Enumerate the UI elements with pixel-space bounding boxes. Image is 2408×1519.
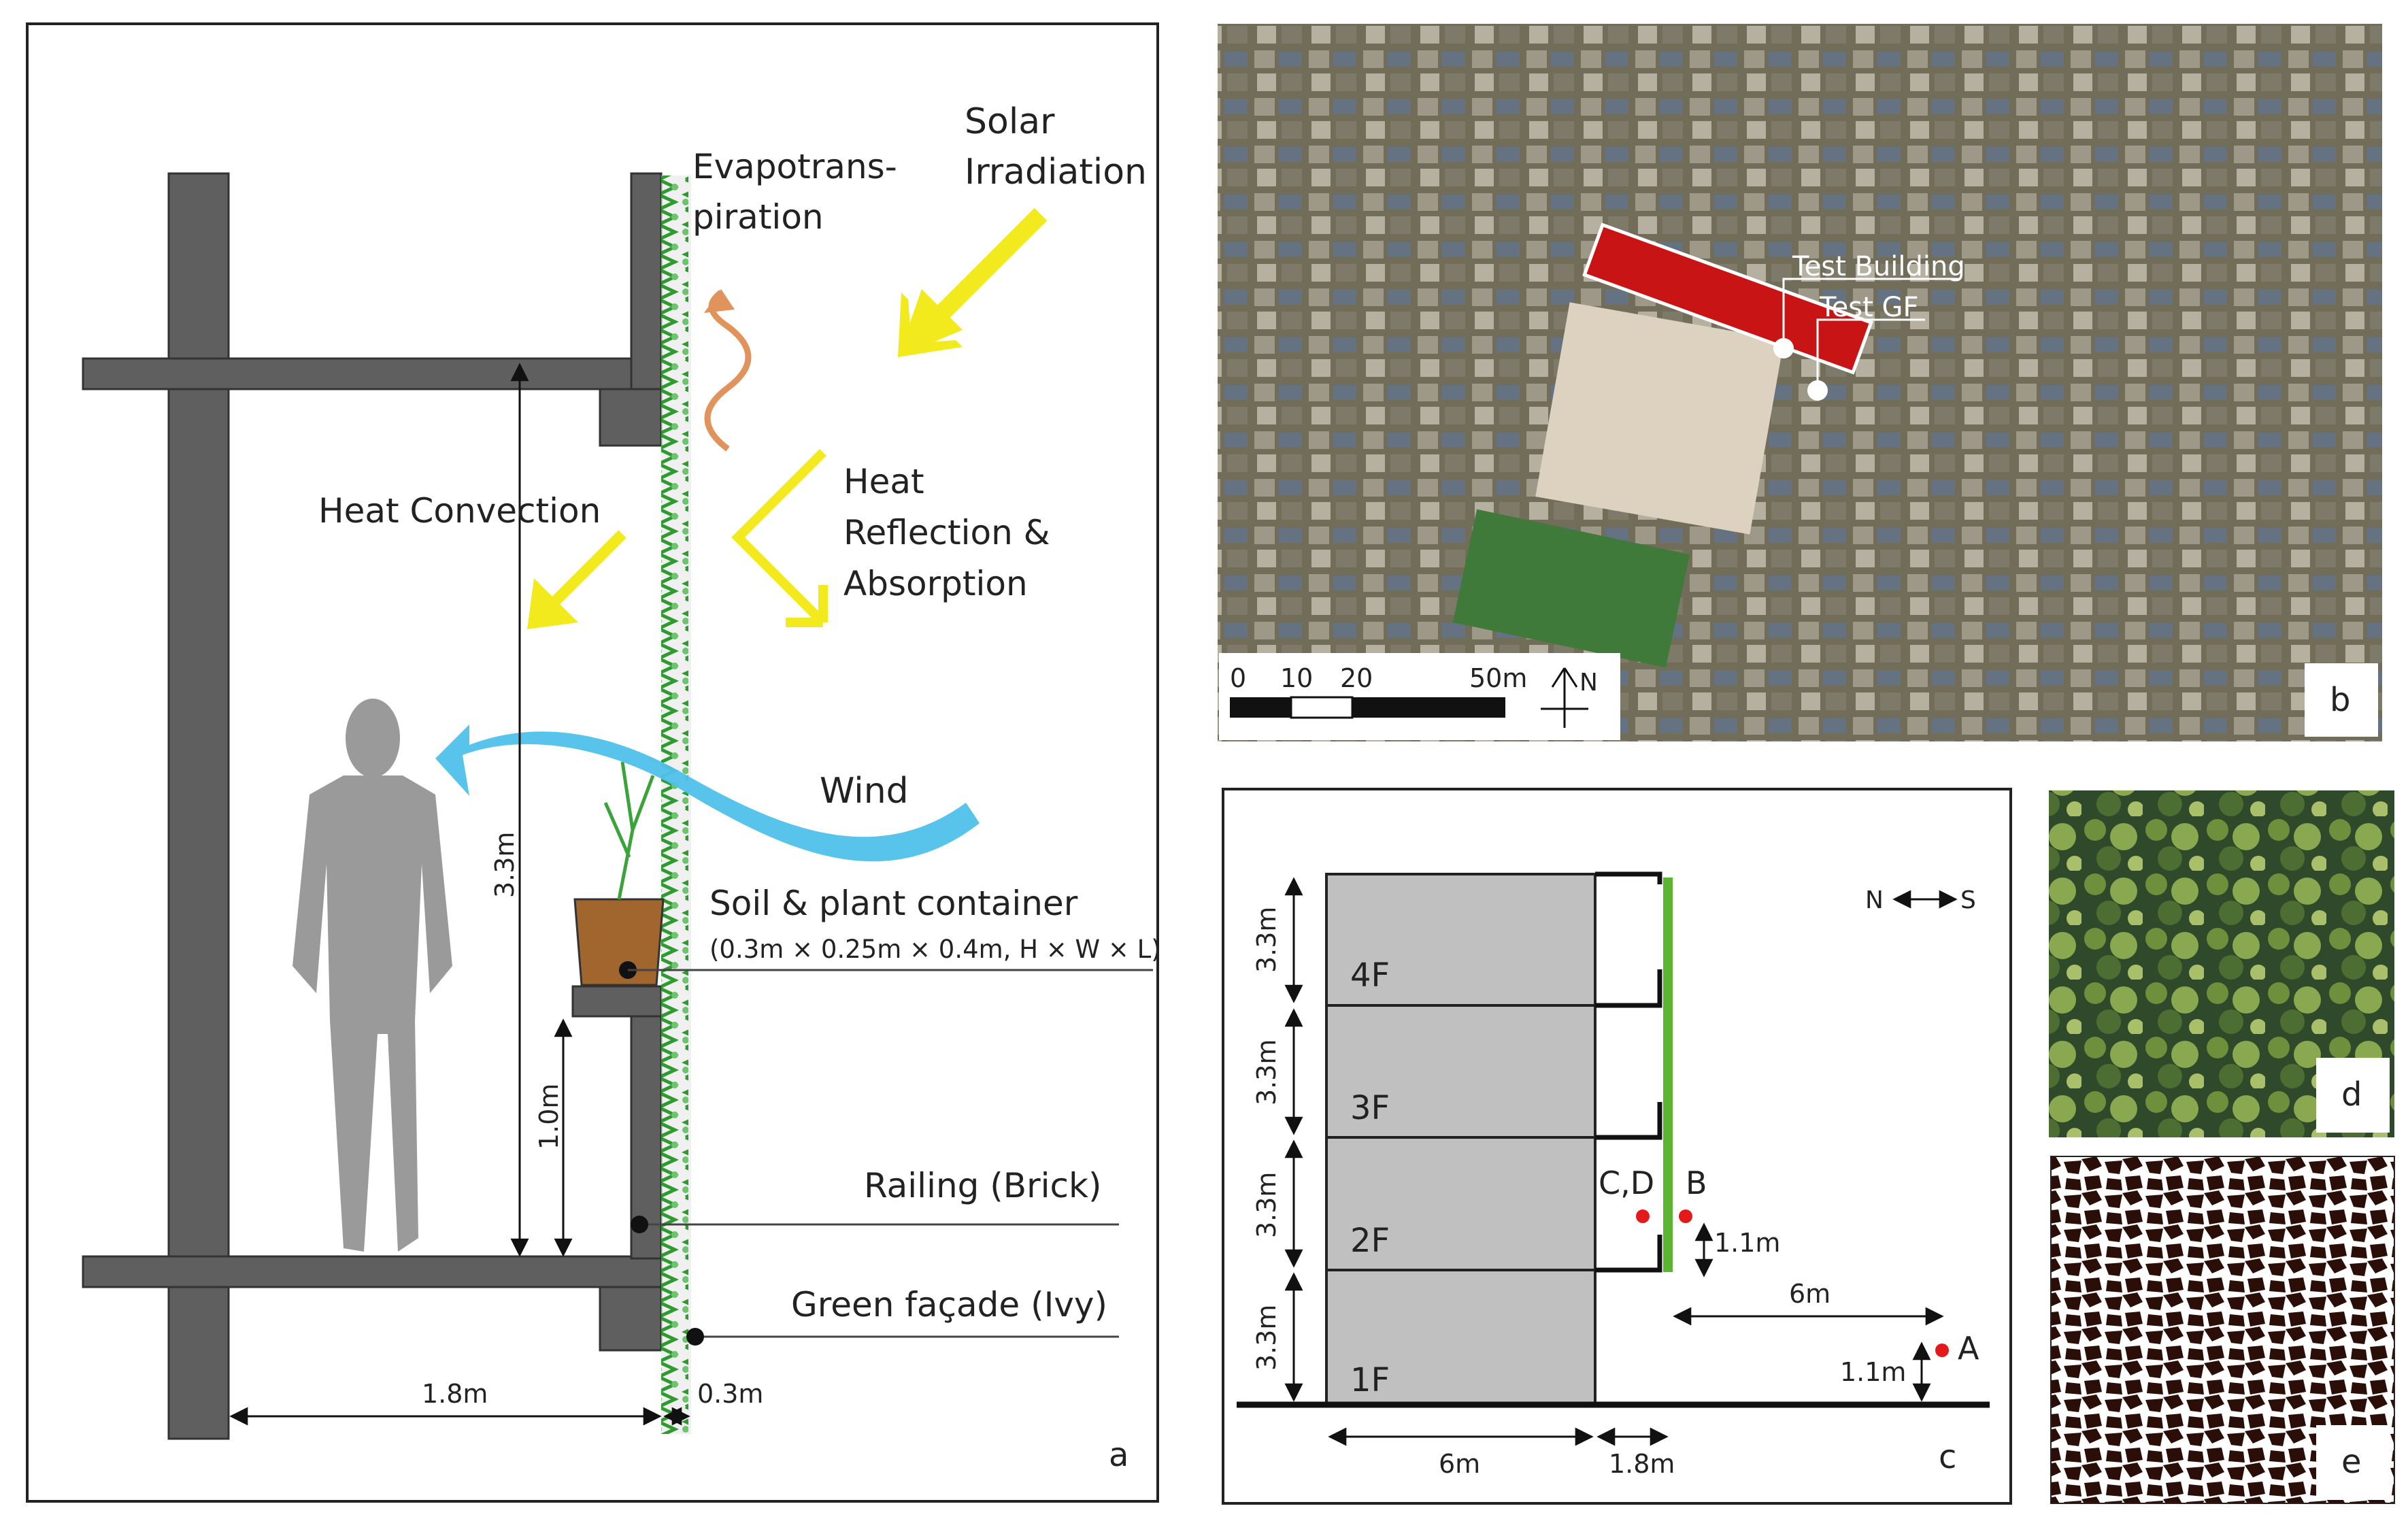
panel-a: Evapotrans- piration Solar Irradiation H… — [26, 22, 1161, 1503]
label-dist-a: 6m — [1789, 1279, 1830, 1309]
label-soil-dims: (0.3m × 0.25m × 0.4m, H × W × L) — [709, 935, 1161, 964]
label-floor-height-3: 3.3m — [1252, 1039, 1282, 1105]
floor-label-1f: 1F — [1350, 1361, 1390, 1399]
panel-d-label: d — [2341, 1075, 2362, 1114]
label-floor-height-2: 3.3m — [1252, 1172, 1282, 1238]
label-wind: Wind — [820, 771, 909, 812]
scale-box — [1219, 653, 1620, 740]
label-point-cd: C,D — [1599, 1165, 1654, 1201]
upper-beam — [599, 388, 663, 447]
panel-c-label: c — [1939, 1438, 1956, 1476]
label-dim-height: 3.3m — [490, 832, 520, 898]
panel-d-label-box — [2316, 1058, 2390, 1133]
label-height-b: 1.1m — [1714, 1228, 1780, 1258]
label-heat-reflection-2: Reflection & — [843, 513, 1050, 552]
scale-seg-1 — [1230, 697, 1291, 718]
panel-b: Test Building Test GF 0 10 20 50m N b — [1218, 24, 2382, 741]
north-label: N — [1579, 669, 1598, 697]
compass-n: N — [1865, 886, 1884, 914]
panel-e: e — [2050, 1156, 2395, 1504]
balcony-2f — [1595, 1235, 1662, 1273]
label-green-facade: Green façade (Ivy) — [791, 1285, 1107, 1324]
panel-a-label: a — [1109, 1436, 1128, 1474]
label-building-width: 6m — [1439, 1449, 1480, 1479]
label-dim-gap: 0.3m — [697, 1379, 763, 1409]
leader-test-building — [1782, 278, 1959, 348]
heat-reflection-arrow — [731, 449, 828, 627]
satellite-green-field — [1452, 509, 1690, 668]
facade-sensor-dot — [686, 1328, 704, 1346]
floor-label-2f: 2F — [1350, 1222, 1390, 1260]
solar-irradiation-arrow — [898, 207, 1048, 357]
point-cd-dot — [1636, 1209, 1650, 1223]
heat-convection-arrow — [527, 530, 626, 629]
satellite-large-roof — [1535, 302, 1784, 535]
label-height-a: 1.1m — [1840, 1357, 1906, 1387]
label-point-b: B — [1686, 1165, 1707, 1201]
label-evapotranspiration-1: Evapotrans- — [692, 147, 897, 186]
label-heat-reflection-3: Absorption — [843, 564, 1028, 603]
panel-c: 4F 3F 2F 1F 3.3m 3.3m 3.3m 3.3m N S C,D … — [1222, 788, 2012, 1505]
label-dim-width: 1.8m — [422, 1379, 488, 1409]
scale-tick-0: 0 — [1230, 663, 1246, 693]
label-heat-convection: Heat Convection — [318, 491, 601, 531]
north-arrow-icon — [1541, 667, 1588, 728]
label-test-building: Test Building — [1792, 251, 1965, 282]
upper-slab — [82, 357, 663, 390]
balcony-3f — [1595, 1102, 1662, 1140]
lower-slab — [82, 1255, 663, 1288]
plant-stems — [603, 761, 655, 900]
label-floor-height-1: 3.3m — [1252, 1305, 1282, 1371]
wind-arrow — [435, 724, 980, 862]
label-point-a: A — [1958, 1330, 1979, 1367]
balcony-4f — [1595, 969, 1662, 1008]
label-floor-height-4: 3.3m — [1252, 907, 1282, 973]
label-railing: Railing (Brick) — [864, 1166, 1102, 1205]
scale-tick-10: 10 — [1280, 663, 1313, 693]
point-b-dot — [1679, 1209, 1692, 1223]
floor-label-3f: 3F — [1350, 1089, 1390, 1127]
label-solar-2: Irradiation — [965, 152, 1147, 193]
compass-s: S — [1960, 886, 1976, 914]
label-evapotranspiration-2: piration — [692, 197, 824, 237]
label-test-gf: Test GF — [1819, 292, 1919, 323]
panel-d: d — [2049, 790, 2394, 1137]
ivy-green-facade — [661, 176, 688, 1434]
evapotranspiration-arrow — [704, 289, 752, 452]
test-building-highlight — [1582, 222, 1873, 375]
label-heat-reflection-1: Heat — [843, 462, 924, 501]
leader-test-gf — [1816, 318, 1925, 390]
label-solar-1: Solar — [965, 101, 1055, 142]
floor-label-4f: 4F — [1350, 956, 1390, 995]
panel-e-label: e — [2341, 1443, 2362, 1481]
scale-seg-3 — [1352, 697, 1505, 718]
panel-e-label-box — [2316, 1425, 2390, 1500]
balcony-roof — [1595, 871, 1662, 884]
railing-shelf — [571, 985, 663, 1018]
satellite-shade — [1218, 24, 2382, 741]
railing-sensor-dot — [631, 1216, 648, 1233]
label-dim-railing: 1.0m — [534, 1084, 564, 1150]
scale-seg-2 — [1290, 696, 1354, 719]
soil-plant-container — [573, 898, 665, 986]
satellite-image — [1218, 24, 2382, 741]
label-corridor-width: 1.8m — [1609, 1449, 1675, 1479]
person-silhouette — [292, 699, 452, 1252]
panel-b-label-box — [2305, 663, 2378, 737]
panel-b-label: b — [2330, 681, 2350, 719]
point-a-dot — [1935, 1343, 1949, 1357]
scale-tick-50: 50m — [1469, 663, 1527, 693]
scale-tick-20: 20 — [1340, 663, 1373, 693]
label-soil-container: Soil & plant container — [709, 884, 1078, 923]
lower-beam — [599, 1286, 663, 1352]
